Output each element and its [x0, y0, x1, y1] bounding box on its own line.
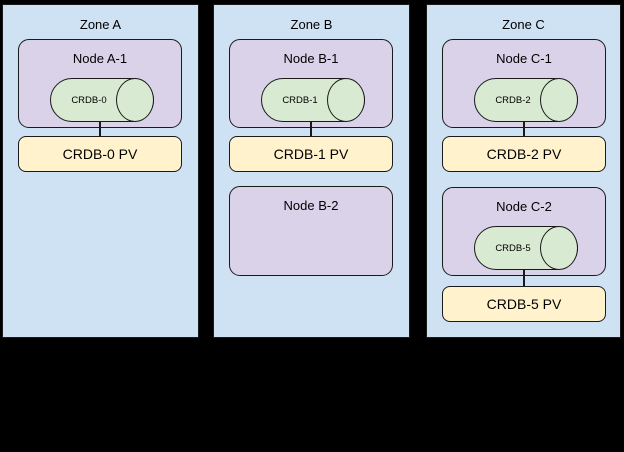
- crdb-1-cylinder: CRDB-1: [261, 78, 365, 122]
- crdb-2-pv-label: CRDB-2 PV: [486, 146, 562, 162]
- pod-to-pv-connector: [310, 121, 312, 136]
- crdb-0-cylinder: CRDB-0: [50, 78, 154, 122]
- node-c-1: Node C-1 CRDB-2: [442, 39, 606, 128]
- crdb-2-cylinder: CRDB-2: [474, 78, 578, 122]
- node-b-1: Node B-1 CRDB-1: [229, 39, 393, 128]
- cylinder-end-cap: [540, 226, 578, 270]
- crdb-0-pv-box: CRDB-0 PV: [18, 136, 182, 172]
- pod-to-pv-connector: [99, 121, 101, 136]
- crdb-5-label: CRDB-5: [495, 242, 531, 254]
- crdb-2-pv-box: CRDB-2 PV: [442, 136, 606, 172]
- zone-b-label: Zone B: [290, 17, 333, 32]
- node-a-1: Node A-1 CRDB-0: [18, 39, 182, 128]
- node-c-1-label: Node C-1: [496, 51, 552, 66]
- pod-to-pv-connector: [523, 121, 525, 136]
- crdb-1-label: CRDB-1: [282, 94, 318, 106]
- crdb-0-pv-label: CRDB-0 PV: [62, 146, 138, 162]
- zone-a-label: Zone A: [79, 17, 122, 32]
- cylinder-end-cap: [327, 78, 365, 122]
- node-c-2: Node C-2 CRDB-5: [442, 187, 606, 276]
- cylinder-end-cap: [540, 78, 578, 122]
- zone-c: Zone C Node C-1 CRDB-2 CRDB-2 PV Node C-…: [426, 4, 621, 338]
- cylinder-end-cap: [116, 78, 154, 122]
- crdb-5-pv-box: CRDB-5 PV: [442, 286, 606, 322]
- zone-a: Zone A Node A-1 CRDB-0 CRDB-0 PV: [2, 4, 199, 338]
- crdb-5-pv-label: CRDB-5 PV: [486, 296, 562, 312]
- pod-to-pv-connector: [523, 269, 525, 286]
- zone-b: Zone B Node B-1 CRDB-1 CRDB-1 PV Node B-…: [213, 4, 410, 338]
- node-c-2-label: Node C-2: [496, 199, 552, 214]
- crdb-1-pv-box: CRDB-1 PV: [229, 136, 393, 172]
- zone-c-label: Zone C: [502, 17, 545, 32]
- node-a-1-label: Node A-1: [72, 51, 128, 66]
- crdb-2-label: CRDB-2: [495, 94, 531, 106]
- crdb-1-pv-label: CRDB-1 PV: [273, 146, 349, 162]
- crdb-0-label: CRDB-0: [71, 94, 107, 106]
- crdb-5-cylinder: CRDB-5: [474, 226, 578, 270]
- node-b-1-label: Node B-1: [283, 51, 339, 66]
- node-b-2-label: Node B-2: [283, 198, 339, 213]
- node-b-2: Node B-2: [229, 186, 393, 276]
